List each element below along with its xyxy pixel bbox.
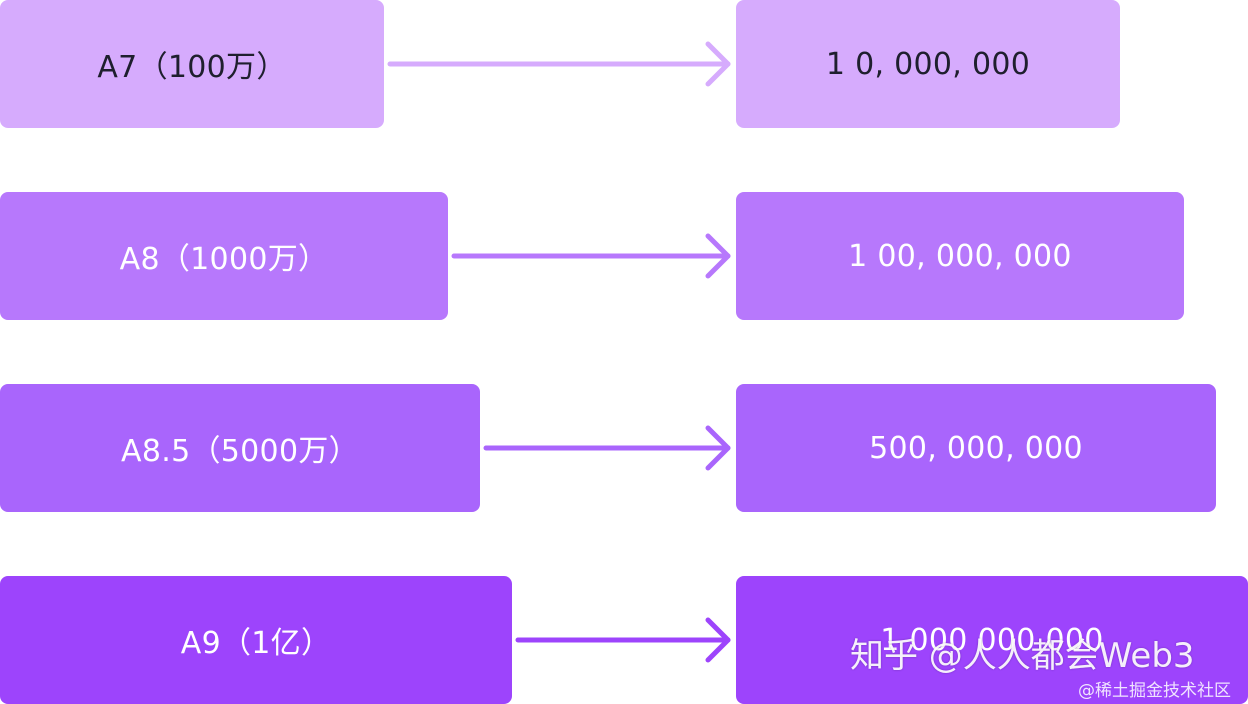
left-label: A8.5（5000万） — [121, 434, 359, 469]
right-label: 1 0, 000, 000 — [825, 46, 1031, 82]
arrow-icon — [483, 425, 731, 471]
right-box: 1 0, 000, 000 — [736, 0, 1120, 128]
right-box: 1 00, 000, 000 — [736, 192, 1184, 320]
arrow-head — [705, 41, 731, 87]
right-box: 1 000 000 000 — [736, 576, 1248, 704]
arrow-icon — [515, 617, 731, 663]
arrow-icon — [451, 233, 731, 279]
left-box: A8（1000万） — [0, 192, 448, 320]
left-label: A8（1000万） — [119, 242, 329, 277]
left-box: A9（1亿） — [0, 576, 512, 704]
left-box: A7（100万） — [0, 0, 384, 128]
arrow-head — [705, 233, 731, 279]
watermark-source: @稀土掘金技术社区 — [1078, 681, 1231, 701]
mapping-row: A7（100万） 1 0, 000, 000 — [0, 0, 1248, 128]
arrow-icon — [387, 41, 731, 87]
right-label: 1 000 000 000 — [880, 622, 1104, 658]
left-label: A9（1亿） — [180, 626, 332, 661]
arrow-head — [705, 617, 731, 663]
watermark: 知乎 @人人都会Web3 — [850, 636, 1195, 676]
left-label: A7（100万） — [97, 50, 287, 85]
right-label: 500, 000, 000 — [869, 430, 1083, 466]
mapping-row: A8.5（5000万） 500, 000, 000 — [0, 384, 1248, 512]
mapping-row: A8（1000万） 1 00, 000, 000 — [0, 192, 1248, 320]
arrow-head — [705, 425, 731, 471]
left-box: A8.5（5000万） — [0, 384, 480, 512]
mapping-row: A9（1亿） 1 000 000 000 — [0, 576, 1248, 704]
right-box: 500, 000, 000 — [736, 384, 1216, 512]
right-label: 1 00, 000, 000 — [848, 238, 1072, 274]
